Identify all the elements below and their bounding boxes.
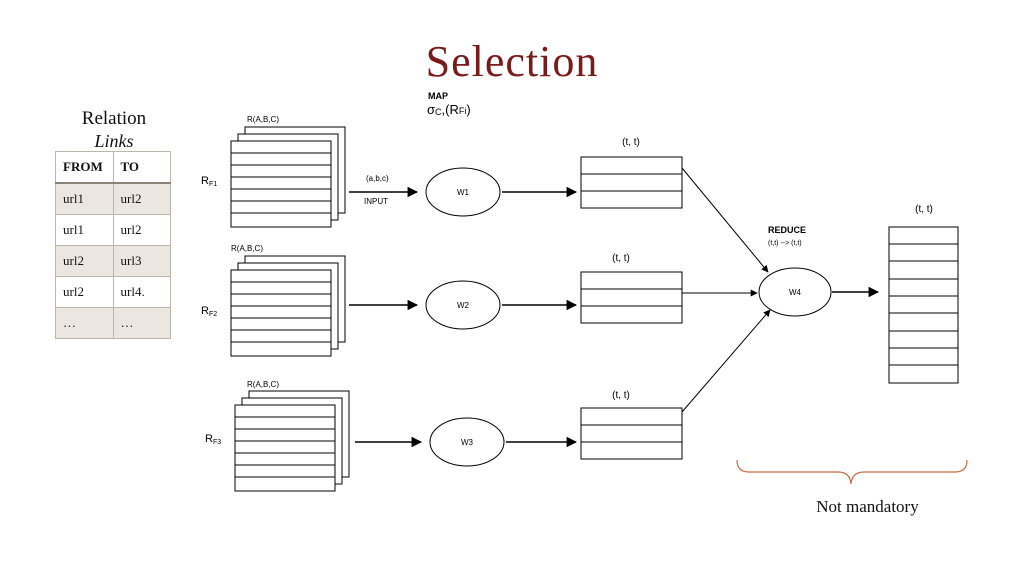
output-1-label: (t, t) [622, 137, 640, 148]
input-3-sub: F3 [213, 439, 221, 446]
worker-w4 [758, 267, 832, 317]
table-cell: url2 [55, 245, 114, 277]
input-2-label: RF2 [201, 305, 217, 318]
output-box-3 [580, 407, 683, 460]
relation-name: Links [94, 131, 134, 151]
not-mandatory-brace [736, 459, 968, 485]
table-row: url1 url2 [55, 182, 171, 215]
table-header-row: FROM TO [55, 151, 171, 184]
input-stack-2 [230, 255, 346, 357]
map-sigma: σ [427, 102, 435, 117]
output-3-label: (t, t) [612, 390, 630, 401]
relation-title: Relation [81, 108, 147, 129]
links-table: FROM TO url1 url2 url1 url2 url2 url3 ur… [55, 151, 171, 339]
table-row: … … [55, 307, 171, 339]
table-row: url2 url4. [55, 276, 171, 308]
table-cell: url4. [112, 276, 171, 308]
slide-title: Selection [425, 37, 599, 86]
worker-w1-label: W1 [457, 188, 470, 197]
input-1-sub: F1 [209, 181, 217, 188]
input-3-schema: R(A,B,C) [247, 380, 279, 389]
input-2-schema: R(A,B,C) [231, 244, 263, 253]
table-cell: … [112, 307, 171, 339]
table-cell: url2 [55, 276, 114, 308]
column-header-from: FROM [55, 151, 114, 184]
input-tuple-label: (a,b,c) [366, 174, 389, 183]
input-stack-1 [230, 126, 346, 228]
reduce-rule: (t,t) --> (t,t) [768, 240, 802, 247]
input-1-schema: R(A,B,C) [247, 115, 279, 124]
map-close: ) [466, 102, 470, 117]
worker-w1 [425, 167, 501, 217]
worker-w3-label: W3 [461, 438, 474, 447]
output-2-label: (t, t) [612, 253, 630, 264]
arrow-output3-w4 [681, 309, 771, 413]
worker-w3 [429, 417, 505, 467]
input-3-rel: R [205, 433, 213, 445]
map-sub-c: C [435, 107, 442, 117]
table-cell: url2 [112, 214, 171, 246]
output-box-1 [580, 156, 683, 209]
arrow-output1-w4 [681, 167, 769, 273]
reduce-label: REDUCE [768, 225, 806, 235]
table-cell: url2 [112, 182, 171, 215]
final-output-label: (t, t) [915, 204, 933, 215]
table-cell: url1 [55, 214, 114, 246]
not-mandatory-label: Not mandatory [816, 497, 919, 516]
table-row: url1 url2 [55, 214, 171, 246]
table-cell: … [55, 307, 114, 339]
column-header-to: TO [112, 151, 171, 184]
table-row: url2 url3 [55, 245, 171, 277]
final-output-box [888, 226, 959, 384]
input-1-label: RF1 [201, 175, 217, 188]
map-label: MAP [428, 91, 448, 101]
table-cell: url1 [55, 182, 114, 215]
input-arrow-label: INPUT [364, 197, 388, 206]
worker-w2-label: W2 [457, 301, 470, 310]
input-2-sub: F2 [209, 311, 217, 318]
worker-w2 [425, 280, 501, 330]
input-2-rel: R [201, 305, 209, 317]
input-stack-3 [234, 390, 350, 492]
map-sub-fi: Fi [459, 106, 467, 116]
table-cell: url3 [112, 245, 171, 277]
worker-w4-label: W4 [789, 288, 802, 297]
output-box-2 [580, 271, 683, 324]
input-3-label: RF3 [205, 433, 221, 446]
map-formula: σC,(RFi) [427, 102, 471, 117]
input-1-rel: R [201, 175, 209, 187]
map-formula-rest: ,(R [442, 102, 459, 117]
